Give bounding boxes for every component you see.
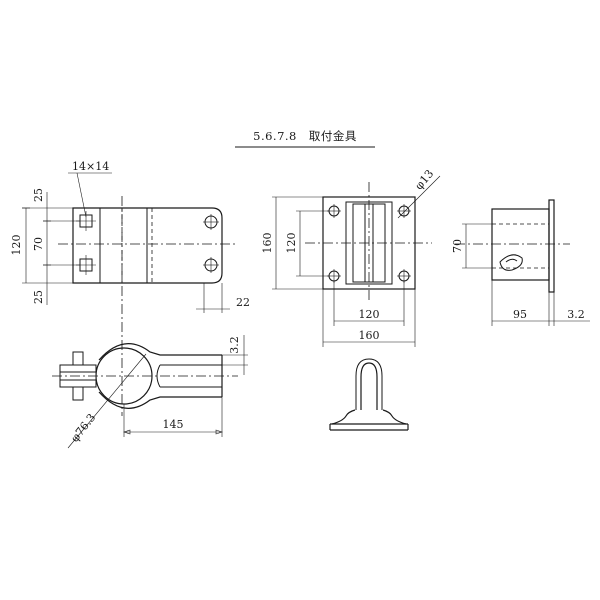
dim-70-side: 70 xyxy=(451,239,464,253)
clamp-dimensions xyxy=(67,335,248,449)
dim-160-horiz: 160 xyxy=(359,329,380,342)
dim-phi-76-3: φ76.3 xyxy=(68,411,98,444)
dim-120-horiz: 120 xyxy=(359,308,380,321)
dim-14x14: 14×14 xyxy=(72,160,109,173)
bracket-end-view xyxy=(329,358,409,431)
pipe-clamp-view xyxy=(52,343,238,409)
dim-phi-13: φ13 xyxy=(412,167,436,192)
left-plate-dimensions xyxy=(22,172,230,313)
base-plate-front-view xyxy=(305,182,432,300)
side-view xyxy=(455,199,570,293)
base-plate-dimensions xyxy=(272,175,441,347)
dim-3-2-clamp: 3.2 xyxy=(228,336,241,354)
dim-25-bottom: 25 xyxy=(32,290,45,304)
side-view-dimensions xyxy=(462,223,590,326)
dim-70-left: 70 xyxy=(32,237,45,251)
dim-25-top: 25 xyxy=(32,188,45,202)
dim-22: 22 xyxy=(236,296,250,309)
dim-120-vert: 120 xyxy=(285,233,298,254)
drawing-title: 5.6.7.8 取付金具 xyxy=(253,129,357,143)
dim-120-left: 120 xyxy=(10,235,23,256)
dim-95: 95 xyxy=(513,308,527,321)
left-plate-view xyxy=(58,196,238,416)
dim-145: 145 xyxy=(163,418,184,431)
dim-3-2-side: 3.2 xyxy=(567,308,585,321)
dim-160-vert: 160 xyxy=(261,233,274,254)
